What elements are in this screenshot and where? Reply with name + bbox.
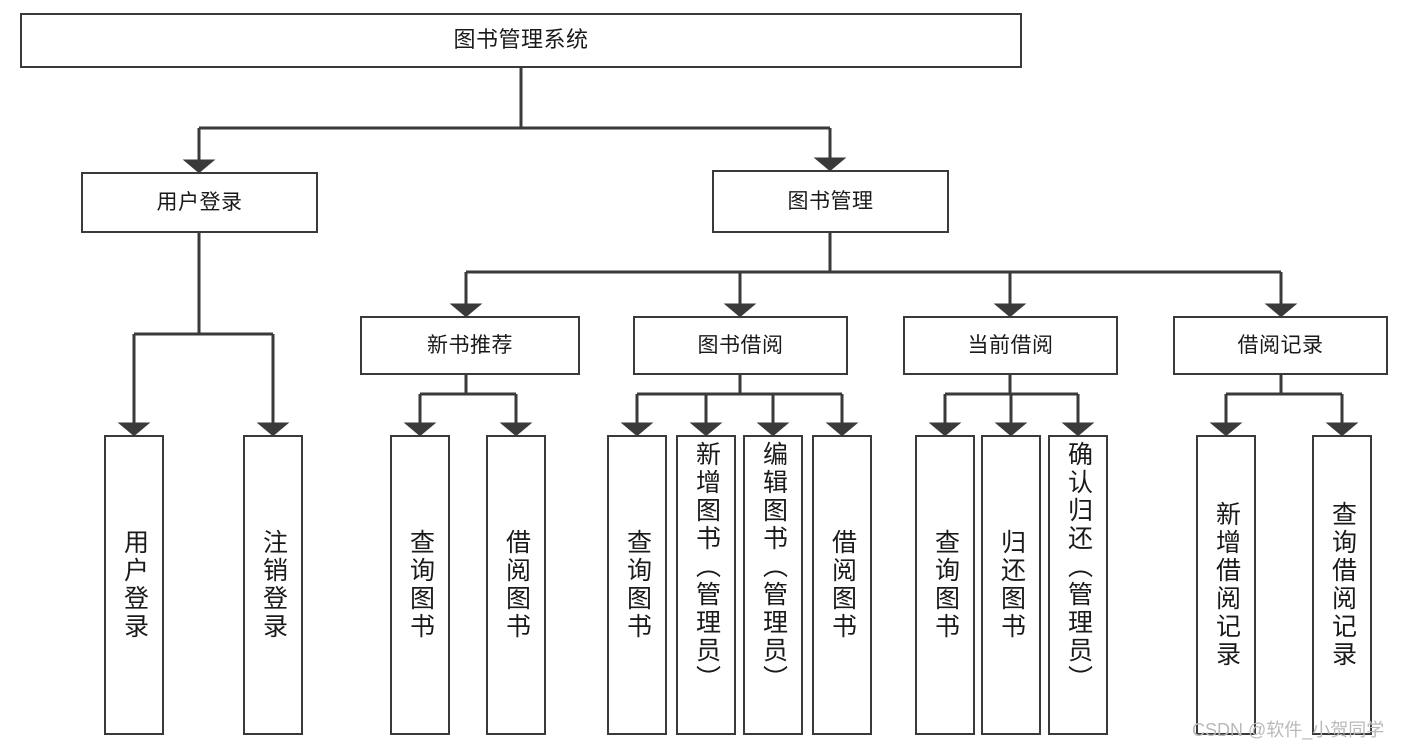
node-label: 借阅图书 — [502, 529, 531, 641]
watermark: CSDN @软件_小贺同学 — [1192, 720, 1385, 740]
node-label: 图书借阅 — [697, 333, 784, 357]
leaf-br-add-record[interactable]: 新增借阅记录 — [1196, 435, 1256, 735]
leaf-bb-borrow-book[interactable]: 借阅图书 — [812, 435, 872, 735]
node-label: 新增图书（管理员） — [692, 441, 721, 693]
node-label: 新书推荐 — [427, 333, 513, 357]
node-borrow-record[interactable]: 借阅记录 — [1173, 316, 1388, 375]
node-label: 用户登录 — [156, 190, 243, 214]
node-label: 确认归还（管理员） — [1064, 441, 1093, 693]
leaf-br-query-record[interactable]: 查询借阅记录 — [1312, 435, 1372, 735]
node-root-system[interactable]: 图书管理系统 — [20, 13, 1022, 68]
node-label: 图书管理 — [787, 189, 874, 213]
node-label: 注销登录 — [259, 529, 288, 641]
leaf-bb-query-book[interactable]: 查询图书 — [607, 435, 667, 735]
node-label: 新增借阅记录 — [1212, 501, 1241, 669]
node-user-login[interactable]: 用户登录 — [81, 172, 318, 233]
leaf-bb-add-book-admin[interactable]: 新增图书（管理员） — [676, 435, 736, 735]
leaf-nbr-query-book[interactable]: 查询图书 — [390, 435, 450, 735]
node-label: 当前借阅 — [967, 333, 1054, 357]
leaf-user-login[interactable]: 用户登录 — [104, 435, 164, 735]
node-book-borrow[interactable]: 图书借阅 — [633, 316, 848, 375]
leaf-cb-confirm-return-admin[interactable]: 确认归还（管理员） — [1048, 435, 1108, 735]
leaf-bb-edit-book-admin[interactable]: 编辑图书（管理员） — [743, 435, 803, 735]
leaf-logout[interactable]: 注销登录 — [243, 435, 303, 735]
leaf-cb-return-book[interactable]: 归还图书 — [981, 435, 1041, 735]
node-current-borrow[interactable]: 当前借阅 — [903, 316, 1118, 375]
node-label: 图书管理系统 — [453, 27, 589, 53]
node-label: 借阅图书 — [828, 529, 857, 641]
node-label: 用户登录 — [120, 529, 149, 641]
node-book-management[interactable]: 图书管理 — [712, 170, 949, 233]
node-label: 编辑图书（管理员） — [759, 441, 788, 693]
node-new-book-recommend[interactable]: 新书推荐 — [360, 316, 580, 375]
leaf-nbr-borrow-book[interactable]: 借阅图书 — [486, 435, 546, 735]
node-label: 归还图书 — [997, 529, 1026, 641]
node-label: 查询借阅记录 — [1328, 501, 1357, 669]
node-label: 查询图书 — [406, 529, 435, 641]
node-label: 借阅记录 — [1237, 333, 1324, 357]
node-label: 查询图书 — [623, 529, 652, 641]
node-label: 查询图书 — [931, 529, 960, 641]
leaf-cb-query-book[interactable]: 查询图书 — [915, 435, 975, 735]
